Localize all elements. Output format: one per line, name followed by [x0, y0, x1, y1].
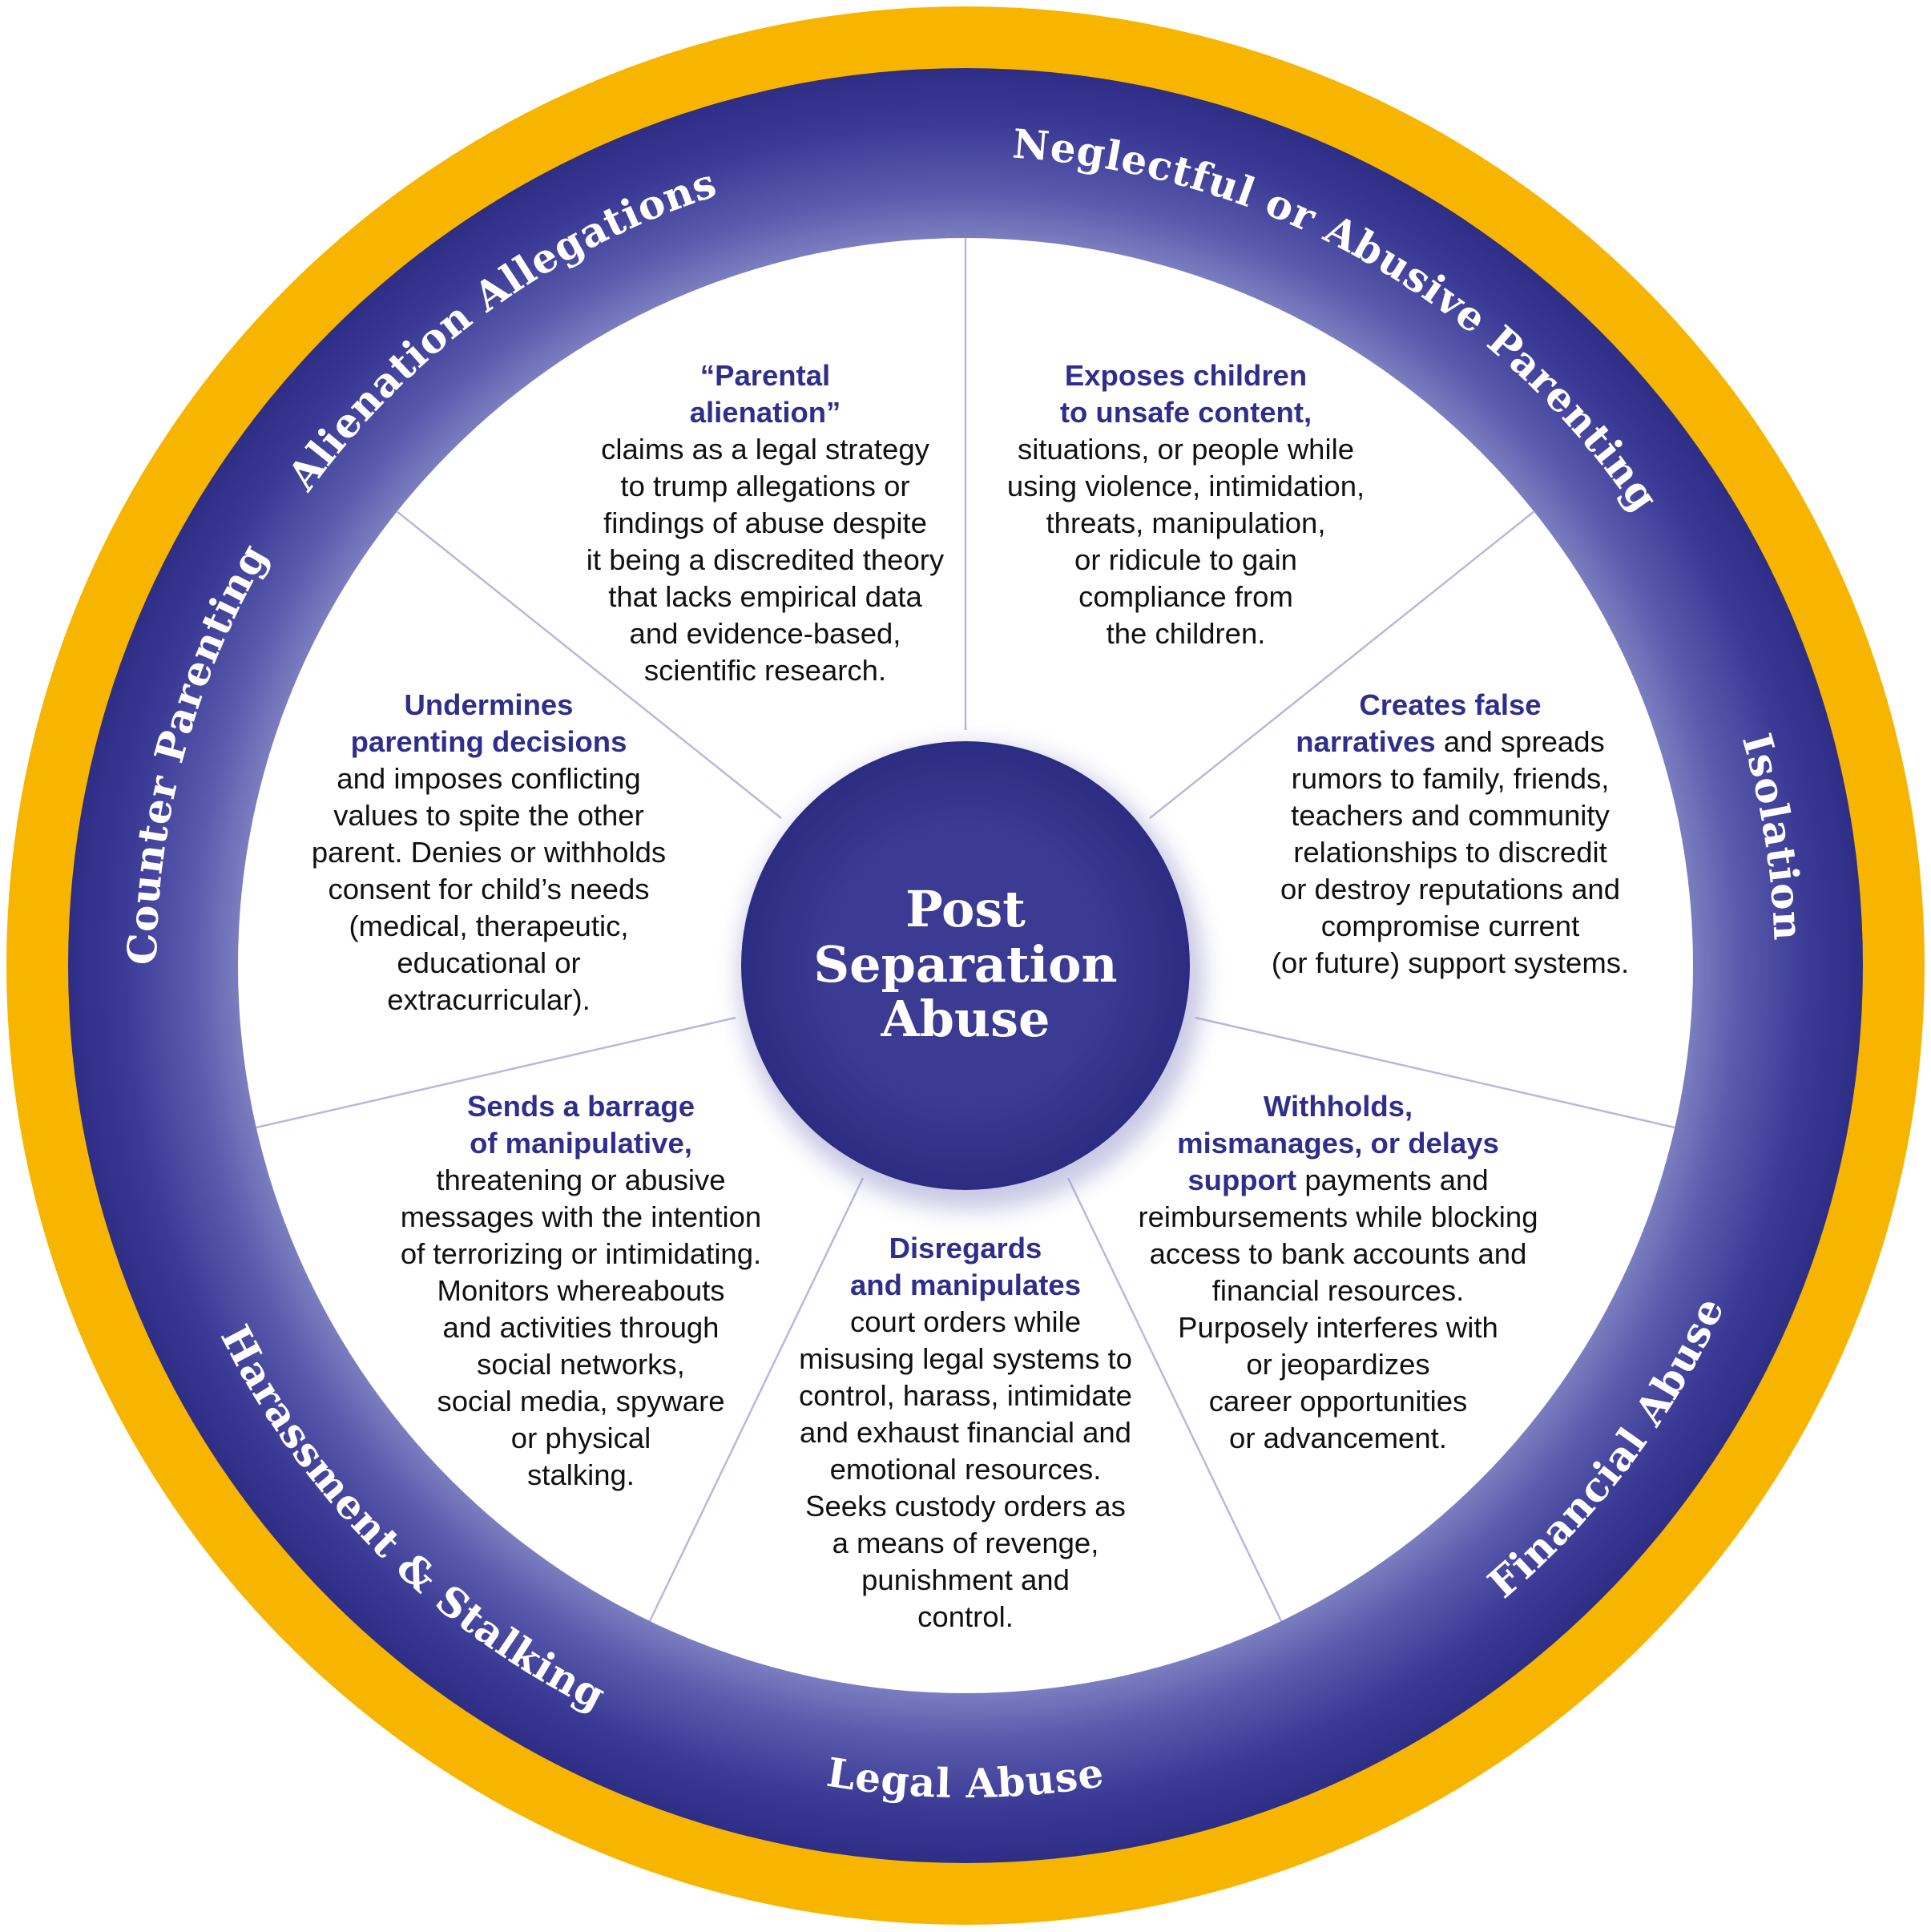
segment-counter-highlight: Undermines parenting decisions — [350, 688, 627, 758]
segment-harassment-stalking: Sends a barrage of manipulative, threate… — [357, 1088, 805, 1494]
segment-dividers — [256, 238, 1675, 1622]
center-title-line1: Post — [905, 880, 1026, 938]
divider-upper-left — [396, 510, 782, 819]
segment-legal-highlight: Disregards and manipulates — [849, 1232, 1081, 1301]
center-title-line2: Separation — [813, 935, 1117, 994]
segment-legal-body: court orders while misusing legal system… — [799, 1305, 1132, 1633]
divider-lower-left — [256, 1016, 736, 1129]
segment-counter-parenting: Undermines parenting decisions and impos… — [276, 687, 701, 1018]
divider-bottom-left — [648, 1177, 865, 1622]
center-disc — [741, 741, 1190, 1190]
segment-isolation-highlight: Creates false narratives — [1296, 688, 1542, 758]
segment-alienation-highlight: “Parental alienation” — [689, 359, 841, 429]
segment-counter-body: and imposes conflicting values to spite … — [311, 762, 667, 1016]
segment-financial-abuse: Withholds, mismanages, or delays support… — [1110, 1088, 1566, 1457]
divider-lower-right — [1195, 1016, 1675, 1129]
segment-neglectful-parenting: Exposes children to unsafe content, situ… — [970, 357, 1402, 652]
segment-financial-highlight: Withholds, mismanages, or delays support — [1177, 1090, 1499, 1196]
segment-isolation: Creates false narratives and spreads rum… — [1238, 687, 1663, 982]
segment-neglectful-body: situations, or people while using violen… — [1006, 433, 1365, 650]
segment-financial-body: payments and reimbursements while blocki… — [1138, 1164, 1538, 1454]
segment-alienation-body: claims as a legal strategy to trump alle… — [586, 433, 945, 687]
segment-isolation-body: and spreads rumors to family, friends, t… — [1271, 725, 1630, 979]
segment-neglectful-highlight: Exposes children to unsafe content, — [1059, 359, 1312, 429]
segment-harassment-highlight: Sends a barrage of manipulative, — [466, 1090, 695, 1160]
segment-alienation-allegations: “Parental alienation” claims as a legal … — [553, 357, 978, 689]
center-title-line3: Abuse — [881, 990, 1050, 1048]
divider-bottom-right — [1066, 1177, 1283, 1622]
segment-legal-abuse: Disregards and manipulates court orders … — [761, 1230, 1170, 1636]
segment-harassment-body: threatening or abusive messages with the… — [400, 1164, 762, 1491]
divider-upper-right — [1149, 510, 1535, 819]
